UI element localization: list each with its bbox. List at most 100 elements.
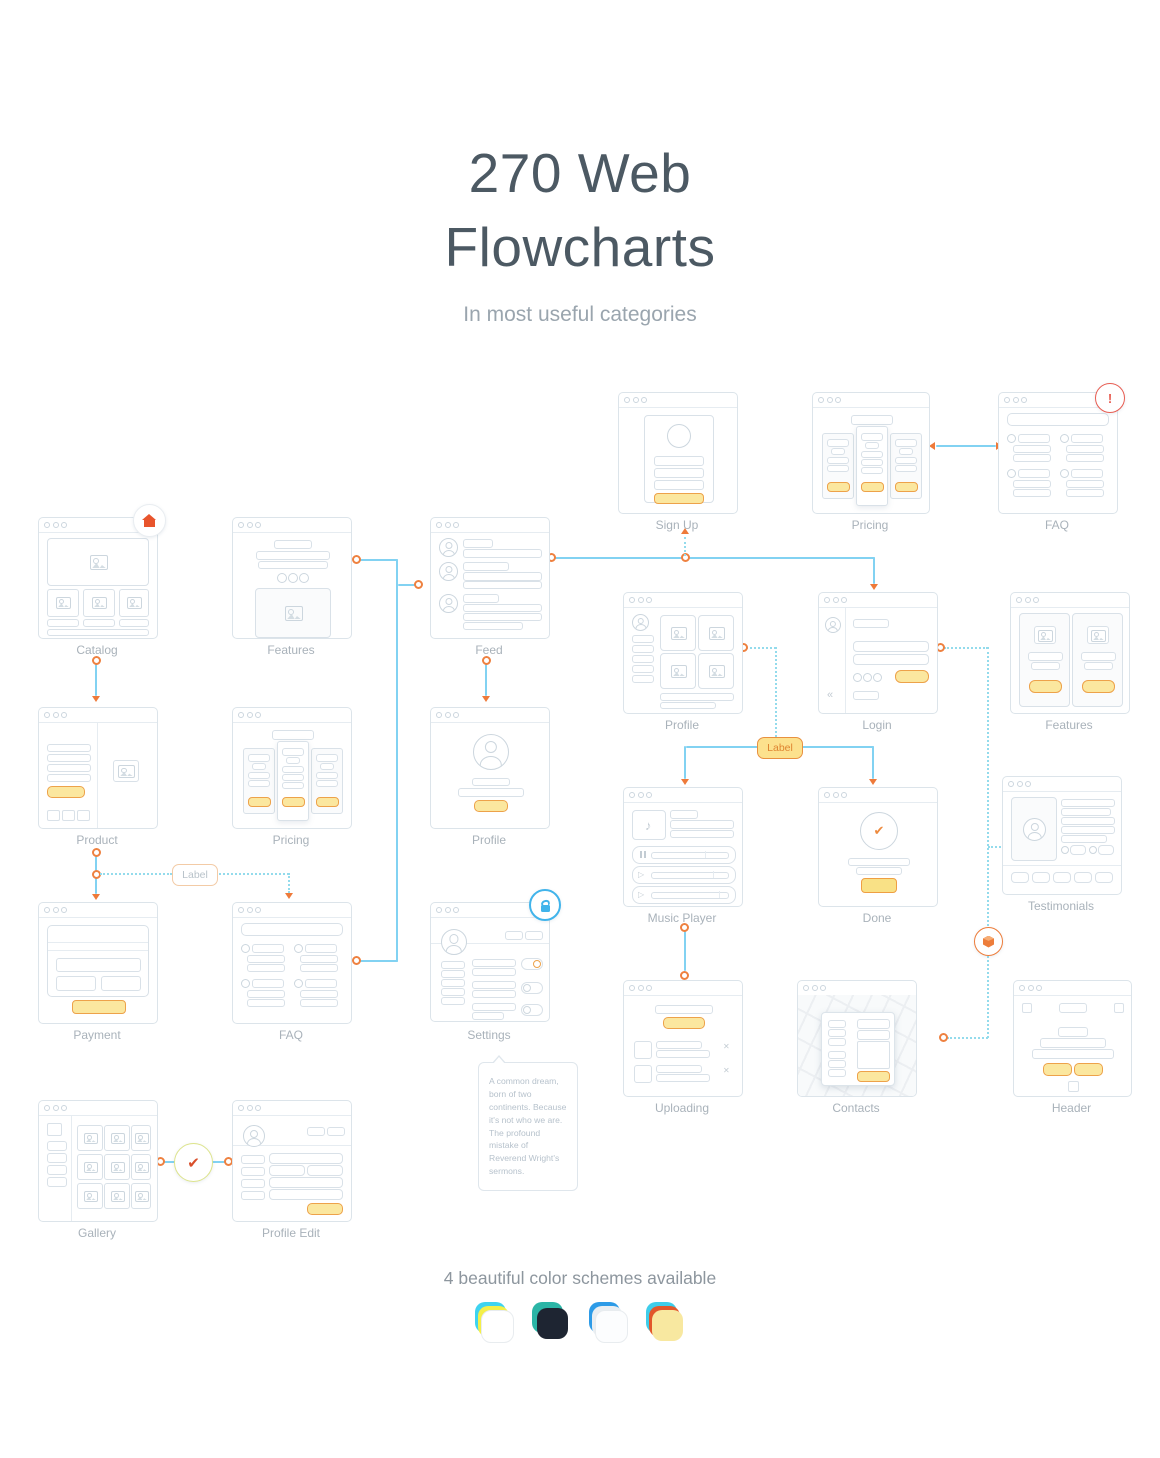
hdiv-el — [1003, 865, 1121, 866]
ln-el: ▷ — [632, 866, 736, 884]
bd-el — [1016, 781, 1023, 787]
bd-el — [637, 597, 644, 603]
vdiv-el — [713, 871, 714, 878]
sq-el — [47, 1123, 62, 1136]
ln-el — [248, 772, 270, 779]
ln-el — [441, 970, 465, 978]
ln-el — [660, 615, 696, 651]
circ-el — [1007, 469, 1016, 478]
connector-feed-profile — [485, 664, 487, 696]
color-scheme-3 — [589, 1302, 629, 1346]
bd-el — [632, 397, 639, 403]
odot-el — [414, 580, 423, 589]
pic-el — [135, 1133, 149, 1144]
ln-el — [300, 999, 338, 1007]
bd-el — [824, 792, 830, 798]
card-label-login: Login — [862, 718, 892, 732]
pic-el — [1038, 630, 1053, 642]
connector-music-uploading — [684, 931, 686, 971]
ln-el — [248, 754, 270, 762]
btn-el — [895, 670, 929, 683]
collapse-chevron-icon: « — [827, 689, 834, 701]
card-gallery — [38, 1100, 158, 1222]
ln-el — [670, 810, 698, 819]
ln-el — [305, 979, 337, 988]
ln-el — [632, 635, 654, 643]
arr-el — [92, 696, 100, 702]
bd-el — [44, 712, 50, 718]
ln-el — [861, 467, 883, 474]
bd-el — [646, 597, 652, 603]
ln-el — [282, 782, 304, 789]
unlock-icon — [540, 904, 550, 912]
avx-el — [825, 617, 841, 633]
circ-el — [1061, 846, 1069, 854]
bd-el — [453, 712, 459, 718]
card-contacts — [797, 980, 917, 1097]
lock-badge — [529, 889, 561, 921]
page-subtitle: In most useful categories — [463, 303, 697, 326]
ln-el — [47, 925, 149, 997]
bd-el — [453, 907, 459, 913]
circ-el — [294, 979, 303, 988]
ln-el — [256, 551, 330, 560]
ln-el — [269, 1177, 343, 1188]
ln-el — [1084, 662, 1113, 670]
span-el: Label — [767, 742, 793, 754]
sv-el — [396, 559, 398, 962]
bd-el — [820, 985, 826, 991]
vdiv-el — [97, 722, 98, 828]
card-uploading: ✕ ✕ — [623, 980, 743, 1097]
bar-el — [431, 708, 549, 723]
toggle-off — [521, 1004, 543, 1016]
ln-el — [247, 955, 285, 963]
pause-el — [640, 851, 642, 858]
ln-el — [505, 931, 523, 940]
circ-el — [1060, 434, 1069, 443]
bd-el — [624, 397, 630, 403]
circ-el — [873, 673, 882, 682]
swl-el — [537, 1308, 568, 1339]
connector-feed-login — [553, 557, 875, 559]
bd-el — [824, 597, 830, 603]
avx-el — [441, 929, 467, 955]
ln-el — [300, 964, 338, 972]
connector-profile-label — [746, 647, 776, 649]
avx-el — [473, 734, 509, 770]
bar-el — [233, 903, 351, 918]
arr-el — [870, 584, 878, 590]
ln-el — [656, 1050, 710, 1058]
odot-el — [92, 848, 101, 857]
title-line-1: 270 Web — [468, 142, 692, 204]
ln-el — [1061, 835, 1107, 843]
card-label-catalog: Catalog — [76, 643, 118, 657]
ln-el — [441, 961, 465, 969]
bd-el — [238, 712, 244, 718]
card-profile-card — [430, 707, 550, 829]
ln-el — [857, 1030, 890, 1040]
ln-el — [104, 1125, 130, 1151]
sq-el — [1114, 1003, 1124, 1013]
bd-el — [1008, 781, 1014, 787]
pic-el — [1091, 630, 1106, 642]
bd-el — [1024, 597, 1031, 603]
ln-el — [1081, 652, 1116, 661]
ln-el — [305, 944, 337, 953]
connector-label-music — [686, 746, 758, 748]
ln-el — [472, 1003, 516, 1011]
arr-el — [681, 779, 689, 785]
ln-el — [1018, 434, 1050, 443]
i-el — [533, 960, 541, 968]
btn-el — [1029, 680, 1062, 693]
ln-el — [632, 645, 654, 653]
card-label-faq-compact: FAQ — [278, 1028, 303, 1042]
ln-el — [644, 415, 714, 504]
card-label-pricing-compact: Pricing — [272, 833, 310, 847]
pic-el — [111, 1191, 125, 1202]
dv-el — [288, 873, 290, 893]
ln-el — [655, 1005, 713, 1014]
ln-el — [47, 744, 91, 752]
ln-el — [1071, 434, 1103, 443]
ln-el — [269, 1153, 343, 1164]
bd-el — [444, 712, 451, 718]
